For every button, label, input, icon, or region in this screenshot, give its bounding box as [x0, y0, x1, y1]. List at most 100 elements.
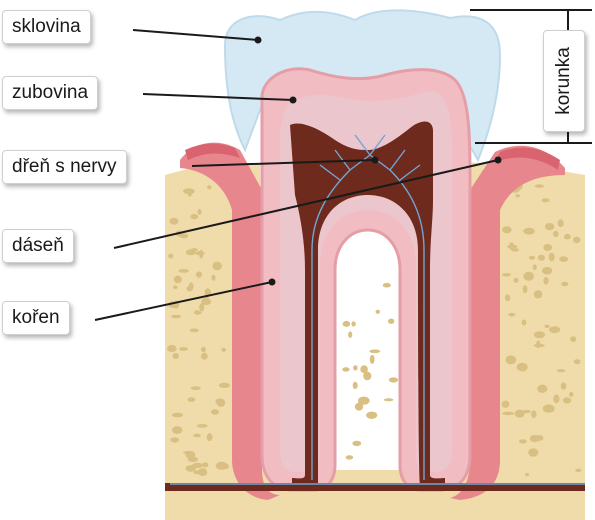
bone-spot: [502, 226, 512, 233]
bone-spot: [201, 347, 206, 352]
bone-spot: [517, 363, 528, 372]
bone-spot: [559, 256, 568, 262]
bone-spot: [502, 401, 510, 408]
bone-spot: [544, 325, 549, 328]
bone-spot: [187, 286, 193, 291]
bone-spot: [191, 386, 201, 390]
bone-spot: [542, 198, 550, 202]
label-zubovina: zubovina: [2, 76, 98, 110]
bone-spot: [515, 194, 520, 197]
bone-spot: [216, 462, 227, 470]
bone-spot: [342, 367, 349, 371]
label-korunka: korunka: [543, 30, 585, 132]
bone-spot: [171, 315, 181, 318]
bone-spot: [536, 341, 540, 349]
bone-spot: [353, 382, 358, 389]
bone-spot: [376, 310, 381, 314]
label-korunka-text: korunka: [553, 47, 575, 115]
bone-spot: [355, 403, 363, 411]
bone-spot: [219, 383, 230, 388]
bone-spot: [199, 250, 203, 259]
bone-spot: [535, 184, 544, 188]
bone-spot: [207, 433, 213, 441]
bone-spot: [569, 392, 573, 397]
bone-spot: [213, 262, 222, 271]
bone-spot: [502, 412, 514, 416]
bone-spot: [353, 365, 358, 370]
bone-spot: [174, 276, 182, 284]
bone-spot: [172, 353, 179, 359]
bone-spot: [563, 397, 571, 403]
bone-spot: [508, 313, 515, 317]
bone-spot: [538, 255, 545, 261]
bone-spot: [523, 228, 534, 235]
bone-spot: [383, 283, 391, 288]
bone-spot: [515, 410, 525, 418]
bone-spot: [179, 347, 188, 351]
bone-spot: [533, 264, 537, 270]
bone-spot: [190, 329, 199, 333]
bone-spot: [530, 435, 540, 442]
bone-spot: [343, 321, 351, 327]
bone-spot: [505, 294, 510, 301]
label-koren: kořen: [2, 301, 70, 335]
bone-spot: [207, 185, 211, 189]
bone-spot: [183, 451, 195, 454]
bone-spot: [366, 412, 377, 419]
bone-spot: [523, 272, 534, 281]
bone-spot: [196, 272, 202, 278]
bone-spot: [522, 320, 527, 326]
bone-spot: [542, 267, 552, 275]
bone-spot: [172, 413, 183, 418]
bone-spot: [188, 457, 198, 462]
bone-spot: [558, 219, 564, 227]
bone-spot: [531, 410, 536, 418]
bone-spot: [195, 311, 202, 315]
bone-spot: [351, 321, 355, 326]
bone-spot: [172, 426, 182, 434]
bone-spot: [549, 253, 555, 262]
bone-spot: [190, 214, 198, 219]
label-dasen: dáseň: [2, 229, 74, 263]
bone-spot: [543, 277, 548, 285]
bone-spot: [557, 369, 565, 372]
bone-spot: [370, 355, 375, 364]
bone-spot: [173, 285, 178, 289]
bone-spot: [186, 249, 196, 255]
bone-spot: [348, 331, 352, 338]
bone-spot: [211, 275, 215, 281]
bone-spot: [179, 269, 189, 273]
bone-spot: [549, 326, 560, 333]
bone-spot: [193, 470, 202, 474]
bone-spot: [170, 437, 179, 442]
bone-spot: [193, 434, 201, 438]
bone-spot: [197, 424, 208, 428]
label-dren-s-nervy: dřeň s nervy: [2, 150, 127, 184]
bone-spot: [170, 218, 179, 225]
bone-spot: [346, 455, 354, 459]
bone-spot: [574, 359, 581, 364]
bone-spot: [188, 189, 192, 196]
bone-spot: [168, 254, 173, 259]
bone-spot: [534, 331, 545, 338]
bone-spot: [528, 448, 538, 457]
bone-spot: [369, 350, 380, 354]
bone-spot: [561, 382, 567, 389]
bone-spot: [553, 394, 559, 403]
bone-spot: [553, 231, 559, 237]
bone-spot: [570, 336, 576, 342]
bone-spot: [215, 398, 224, 405]
bone-spot: [384, 398, 394, 401]
label-sklovina: sklovina: [2, 10, 91, 44]
bone-spot: [352, 441, 361, 446]
bone-spot: [525, 473, 529, 476]
pulp: [290, 122, 445, 486]
bone-spot: [389, 377, 398, 382]
bone-spot: [388, 319, 394, 324]
bone-spot: [534, 290, 542, 298]
bone-spot: [523, 285, 528, 293]
bone-spot: [502, 273, 511, 276]
bone-spot: [221, 348, 226, 352]
bone-spot: [519, 439, 527, 443]
bone-spot: [543, 244, 552, 251]
